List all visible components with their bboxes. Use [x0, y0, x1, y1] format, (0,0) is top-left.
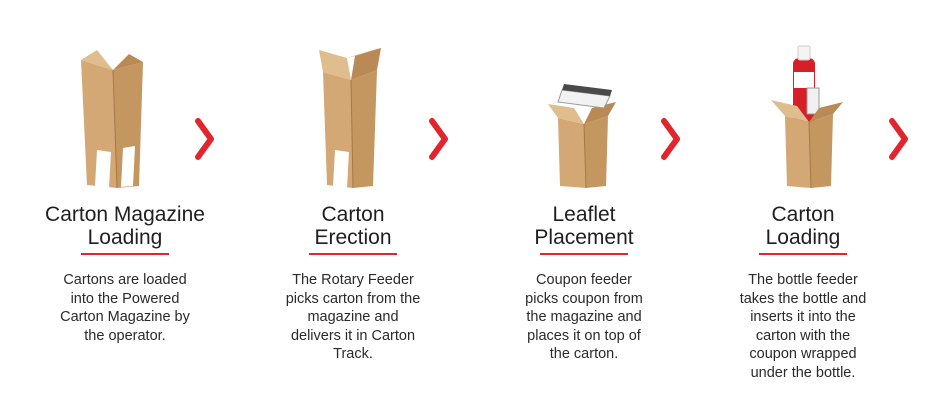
- process-step-magazine-loading: Carton Magazine Loading Cartons are load…: [25, 0, 225, 411]
- step-title: Carton Loading: [765, 203, 841, 249]
- step-description: The Rotary Feeder picks carton from the …: [285, 272, 421, 362]
- title-underline: [540, 253, 628, 255]
- carton-with-leaflet-icon: [548, 84, 616, 189]
- step-title: Leaflet Placement: [534, 203, 634, 249]
- folded-carton-icon: [81, 50, 143, 189]
- step-description: The bottle feeder takes the bottle and i…: [739, 272, 867, 381]
- step-description: Cartons are loaded into the Powered Cart…: [60, 272, 190, 344]
- title-underline: [759, 253, 847, 255]
- chevron-right-icon: [889, 118, 908, 160]
- process-step-carton-loading: Carton Loading The bottle feeder takes t…: [703, 0, 903, 411]
- title-underline: [81, 253, 169, 255]
- step-title: Carton Erection: [314, 203, 392, 249]
- chevron-right-icon: [661, 118, 680, 160]
- erected-carton-icon: [319, 48, 381, 189]
- carton-with-bottle-icon: [771, 45, 843, 189]
- title-underline: [309, 253, 397, 255]
- process-step-carton-erection: Carton Erection The Rotary Feeder picks …: [253, 0, 453, 411]
- process-step-leaflet-placement: Leaflet Placement Coupon feeder picks co…: [484, 0, 684, 411]
- step-title: Carton Magazine Loading: [45, 203, 205, 249]
- step-description: Coupon feeder picks coupon from the maga…: [525, 272, 643, 362]
- chevron-right-icon: [429, 118, 448, 160]
- chevron-right-icon: [195, 118, 214, 160]
